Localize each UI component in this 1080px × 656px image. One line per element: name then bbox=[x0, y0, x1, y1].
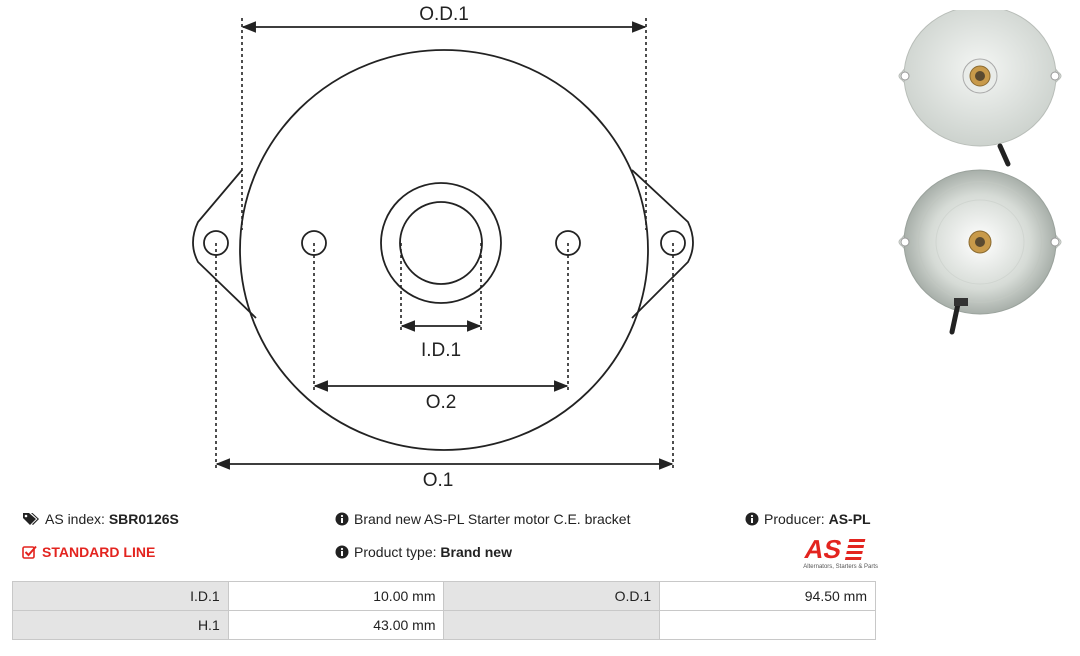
photo-front bbox=[898, 169, 1062, 335]
o2-label: O.2 bbox=[426, 392, 457, 413]
o1-label: O.1 bbox=[423, 470, 454, 491]
spec-label: O.D.1 bbox=[443, 581, 661, 611]
bracket-right-ear bbox=[631, 169, 694, 319]
spec-value bbox=[659, 610, 876, 640]
table-row: I.D.1 10.00 mm O.D.1 94.50 mm bbox=[12, 581, 876, 611]
producer: Producer: AS-PL bbox=[745, 511, 871, 527]
od1-label: O.D.1 bbox=[419, 4, 469, 25]
photo-back bbox=[898, 10, 1062, 167]
bracket-left-ear bbox=[192, 169, 257, 319]
info-icon bbox=[335, 545, 349, 559]
product-description: Brand new AS-PL Starter motor C.E. brack… bbox=[335, 511, 631, 527]
tag-icon bbox=[23, 513, 39, 525]
info-icon bbox=[745, 512, 759, 526]
check-square-icon bbox=[22, 545, 37, 559]
spec-label bbox=[443, 610, 661, 640]
table-row: H.1 43.00 mm bbox=[12, 610, 876, 640]
id1-label: I.D.1 bbox=[421, 340, 461, 361]
hub-outer bbox=[380, 182, 502, 304]
spec-value: 10.00 mm bbox=[227, 581, 445, 611]
as-index-value: SBR0126S bbox=[108, 511, 179, 527]
svg-text:Alternators, Starters & Parts: Alternators, Starters & Parts bbox=[803, 564, 878, 570]
producer-value: AS-PL bbox=[828, 511, 871, 527]
info-icon bbox=[335, 512, 349, 526]
bracket-outline bbox=[239, 49, 649, 451]
spec-label: H.1 bbox=[12, 610, 229, 640]
hub-bore bbox=[399, 201, 483, 285]
spec-table: I.D.1 10.00 mm O.D.1 94.50 mm H.1 43.00 … bbox=[12, 581, 876, 640]
svg-text:AS: AS bbox=[802, 536, 844, 564]
spec-value: 94.50 mm bbox=[659, 581, 876, 611]
technical-drawing: O.D.1 I.D.1 O.2 O.1 bbox=[192, 4, 694, 491]
as-pl-logo: AS Alternators, Starters & Parts bbox=[802, 536, 878, 570]
standard-line-badge: STANDARD LINE bbox=[22, 544, 155, 560]
as-index: AS index: SBR0126S bbox=[22, 511, 179, 527]
spec-value: 43.00 mm bbox=[227, 610, 445, 640]
spec-label: I.D.1 bbox=[12, 581, 229, 611]
product-type-value: Brand new bbox=[440, 544, 512, 560]
product-type: Product type: Brand new bbox=[335, 544, 512, 560]
product-photos bbox=[898, 10, 1062, 335]
